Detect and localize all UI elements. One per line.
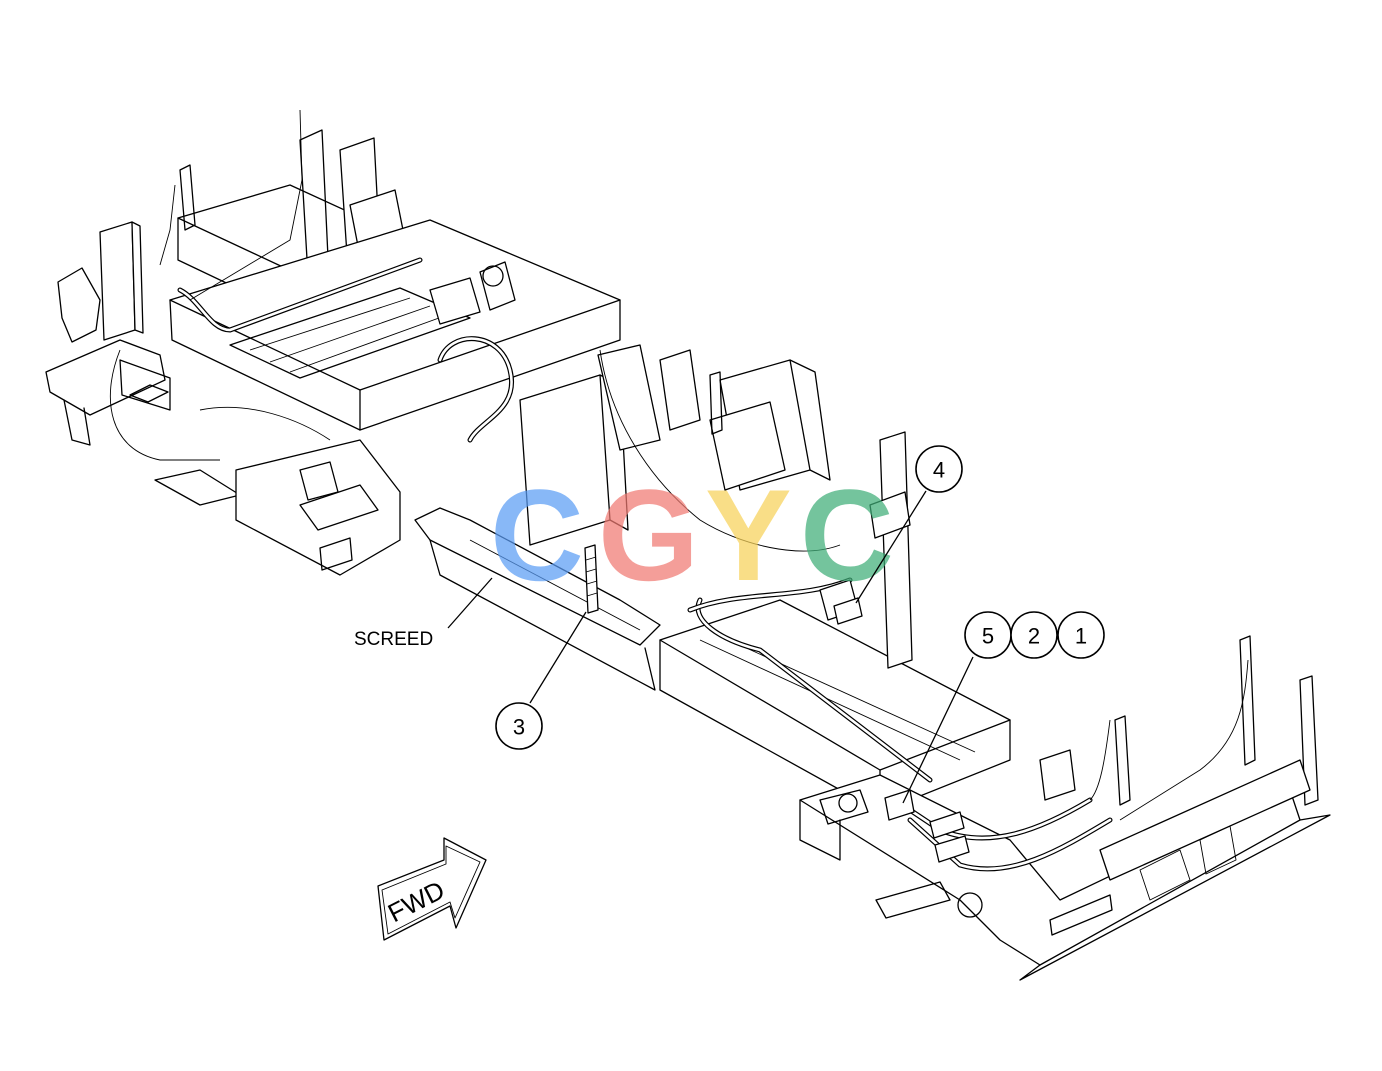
rod-part-3 (584, 544, 599, 614)
callout-4: 4 (915, 445, 963, 493)
valve-part-4 (819, 579, 863, 625)
watermark-letter-1: C (490, 462, 584, 608)
svg-text:1: 1 (1075, 624, 1087, 649)
svg-text:2: 2 (1028, 624, 1040, 649)
callout-2: 2 (1010, 611, 1058, 659)
callout-3: 3 (495, 702, 543, 750)
watermark: C G Y C (490, 462, 894, 608)
callout-1: 1 (1057, 611, 1105, 659)
screed-label: SCREED (354, 629, 433, 650)
fwd-arrow-icon: FWD (377, 837, 487, 941)
leader-lines (447, 490, 974, 804)
svg-text:3: 3 (513, 715, 525, 740)
fitting-cluster (884, 789, 970, 863)
svg-text:5: 5 (982, 624, 994, 649)
callout-5: 5 (964, 611, 1012, 659)
watermark-letter-2: G (598, 462, 699, 608)
watermark-letter-3: Y (705, 462, 792, 608)
svg-text:4: 4 (933, 458, 945, 483)
watermark-letter-4: C (800, 462, 894, 608)
